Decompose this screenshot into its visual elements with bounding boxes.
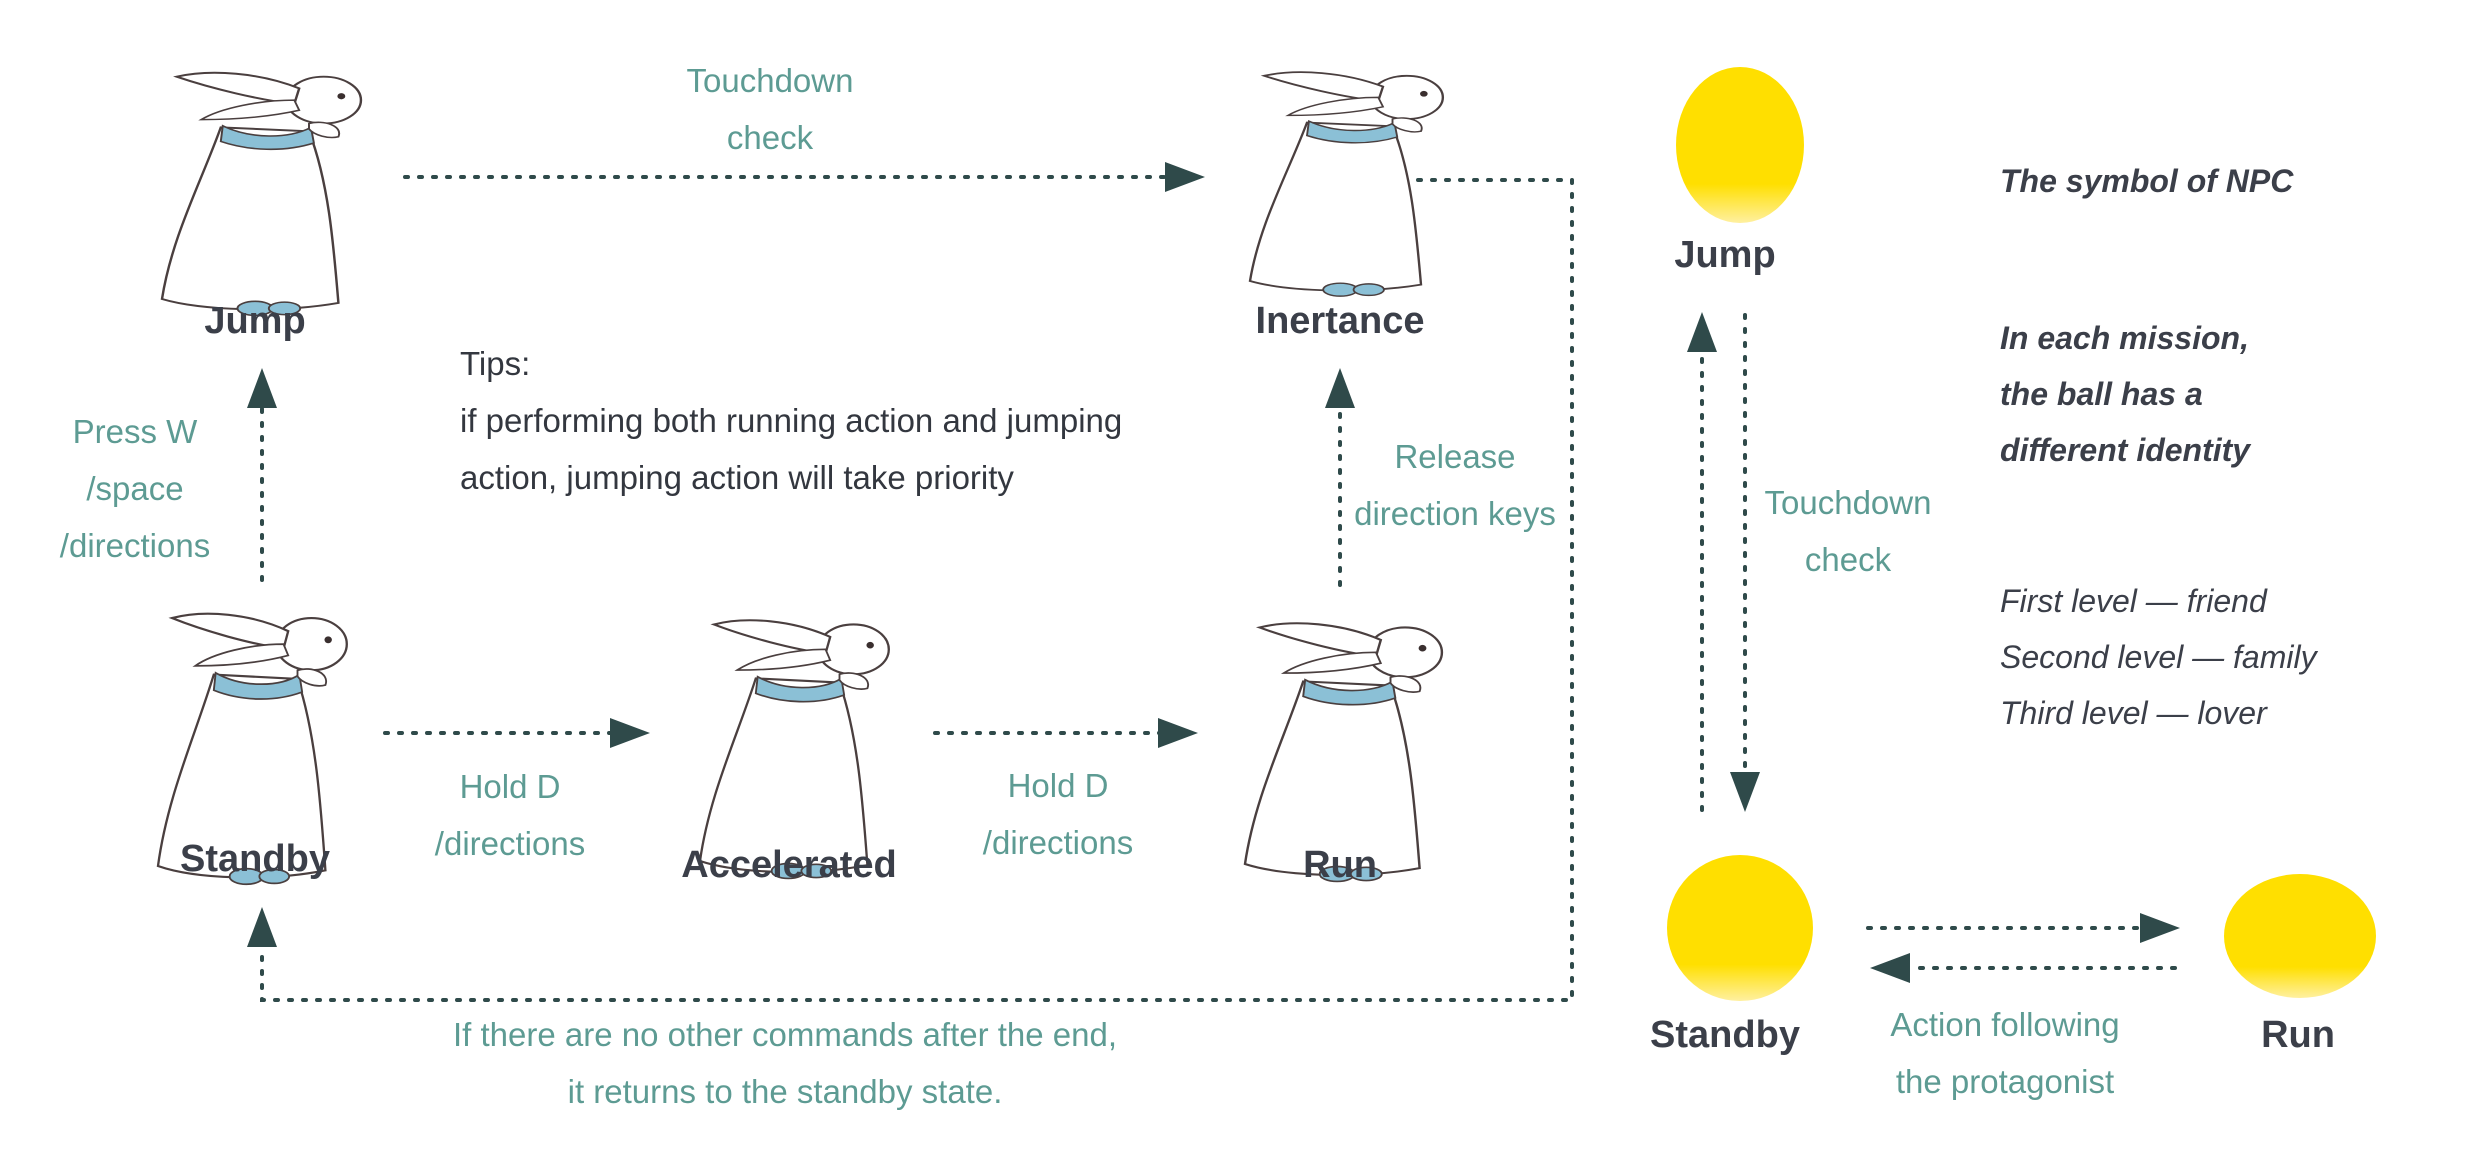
npc-label-standby: Standby bbox=[1650, 1014, 1800, 1056]
state-label-jump: Jump bbox=[204, 300, 306, 342]
npc-levels-list: First level — friend Second level — fami… bbox=[2000, 573, 2317, 741]
state-label-run: Run bbox=[1303, 844, 1377, 886]
tips-note: Tips: if performing both running action … bbox=[460, 345, 1123, 496]
yellow-ball-icon bbox=[1676, 67, 1804, 223]
arrowhead-icon bbox=[1870, 953, 1910, 983]
state-label-inertance: Inertance bbox=[1255, 300, 1425, 342]
npc-symbol-title: The symbol of NPC bbox=[2000, 163, 2294, 199]
transition-label-press-w: Press W /space /directions bbox=[59, 413, 211, 564]
npc-identity-note: In each mission, the ball has a differen… bbox=[2000, 320, 2251, 468]
state-label-standby: Standby bbox=[180, 838, 330, 880]
level-item: First level — friend bbox=[2000, 583, 2267, 619]
level-item: Third level — lover bbox=[2000, 695, 2267, 731]
rabbit-icon bbox=[1243, 622, 1444, 883]
yellow-ball-icon bbox=[2224, 874, 2376, 998]
npc-label-run: Run bbox=[2261, 1014, 2335, 1056]
arrowhead-icon bbox=[1325, 368, 1355, 408]
transition-label-hold-d-2: Hold D /directions bbox=[982, 767, 1134, 861]
arrowhead-icon bbox=[1730, 772, 1760, 812]
rabbit-icon bbox=[1248, 71, 1445, 298]
arrowhead-icon bbox=[1165, 162, 1205, 192]
npc-transition-touchdown: Touchdown check bbox=[1764, 484, 1932, 578]
arrowhead-icon bbox=[1687, 312, 1717, 352]
transition-label-return: If there are no other commands after the… bbox=[452, 1016, 1118, 1110]
level-item: Second level — family bbox=[2000, 639, 2317, 675]
arrowhead-icon bbox=[2140, 913, 2180, 943]
transition-label-touchdown: Touchdown check bbox=[686, 62, 854, 156]
edge-return bbox=[260, 178, 1574, 1002]
arrowhead-icon bbox=[1158, 718, 1198, 748]
rabbit-icon bbox=[160, 71, 363, 317]
transition-label-hold-d-1: Hold D /directions bbox=[434, 768, 586, 862]
yellow-ball-icon bbox=[1667, 855, 1813, 1001]
arrowhead-icon bbox=[247, 907, 277, 947]
arrowhead-icon bbox=[610, 718, 650, 748]
npc-label-jump: Jump bbox=[1674, 234, 1776, 276]
transition-label-release: Release direction keys bbox=[1354, 438, 1556, 532]
arrowhead-icon bbox=[247, 368, 277, 408]
state-label-accelerated: Accelerated bbox=[681, 844, 897, 886]
npc-transition-action: Action following the protagonist bbox=[1890, 1006, 2120, 1100]
